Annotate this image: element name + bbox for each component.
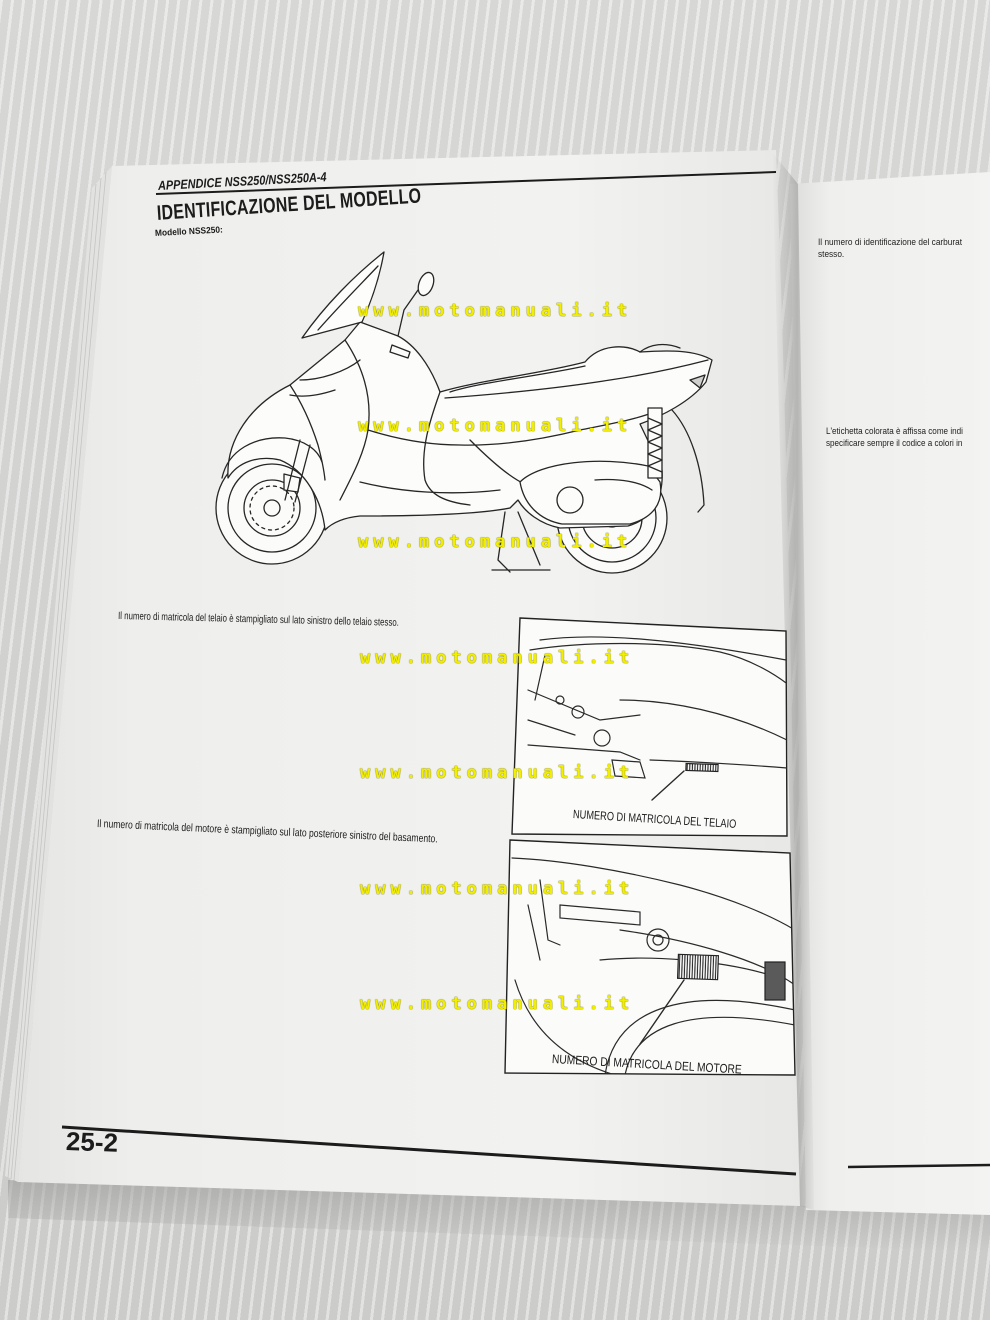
engine-leader-line [639, 979, 685, 1045]
frame-tube [527, 654, 641, 736]
front-fender [221, 437, 323, 479]
watermark-text: www.motomanuali.it [360, 879, 635, 899]
engine-number-pad [676, 953, 720, 981]
page-shadow [8, 1180, 990, 1252]
handlebar-grip [389, 344, 411, 359]
mirror [397, 271, 435, 337]
facing-text-line: Il numero di identificazione del carbura… [818, 237, 963, 247]
front-fork [284, 439, 311, 503]
body-curve [511, 857, 795, 931]
bolt [571, 705, 585, 719]
page-stack-lines [7, 171, 107, 1181]
rear-tire-arc [604, 999, 795, 1075]
facing-page-carburetor-text: Il numero di identificazione del carbura… [818, 236, 990, 260]
bolt [646, 928, 670, 952]
stand-bracket [527, 744, 641, 761]
gutter-shadow [772, 152, 814, 1210]
windshield [301, 251, 385, 339]
engine-case [519, 460, 662, 525]
seat-underside-line [539, 636, 787, 661]
watermark-text: www.motomanuali.it [358, 416, 633, 436]
body-curve [529, 642, 787, 687]
facing-page-color-label-text: L'etichetta colorata è affissa come indi… [826, 425, 990, 449]
facing-text-line: stesso. [818, 249, 845, 259]
side-panel-line [423, 391, 471, 506]
facing-text-line: specificare sempre il codice a colori in [826, 438, 963, 448]
header-rule [155, 171, 777, 195]
seat [444, 359, 709, 399]
front-cowl-line [289, 384, 326, 481]
watermark-text: www.motomanuali.it [360, 763, 635, 783]
watermark-text: www.motomanuali.it [360, 994, 635, 1014]
bolt [555, 695, 565, 705]
body-seam [367, 409, 661, 446]
seat-top [449, 365, 586, 393]
watermark-text: www.motomanuali.it [358, 301, 633, 321]
bracket-block [611, 759, 646, 779]
footer-rule [61, 1125, 797, 1176]
bolt [652, 934, 664, 946]
grab-rail [639, 343, 681, 353]
scooter-illustration [215, 251, 713, 574]
body-lower-curve [619, 699, 787, 741]
right-page [790, 172, 990, 1215]
rear-mudguard [671, 409, 705, 513]
facing-text-line: L'etichetta colorata è affissa come indi [826, 426, 963, 436]
inset-frame [511, 617, 788, 837]
inset-frame [504, 839, 796, 1076]
engine-dark-block [764, 961, 786, 1001]
page-stack-edge [5, 166, 112, 1182]
engine-number-inset [504, 839, 796, 1076]
bracket [527, 879, 561, 961]
frame-number-plate [685, 762, 719, 773]
facing-footer-rule [847, 1163, 990, 1169]
headlight-line [289, 359, 361, 397]
center-stand [491, 511, 551, 573]
wheel-arc [514, 979, 616, 1075]
watermark-text: www.motomanuali.it [358, 532, 633, 552]
bolt [593, 729, 611, 747]
frame-number-inset [511, 617, 788, 837]
tail-light [689, 374, 706, 389]
frame-tube [559, 904, 641, 926]
rear-shock [647, 407, 663, 479]
floor-edge [649, 759, 787, 769]
windshield-inner-line [317, 265, 379, 331]
page-number: 25-2 [65, 1126, 119, 1158]
watermark-text: www.motomanuali.it [360, 648, 635, 668]
frame-leader-line [651, 770, 685, 801]
